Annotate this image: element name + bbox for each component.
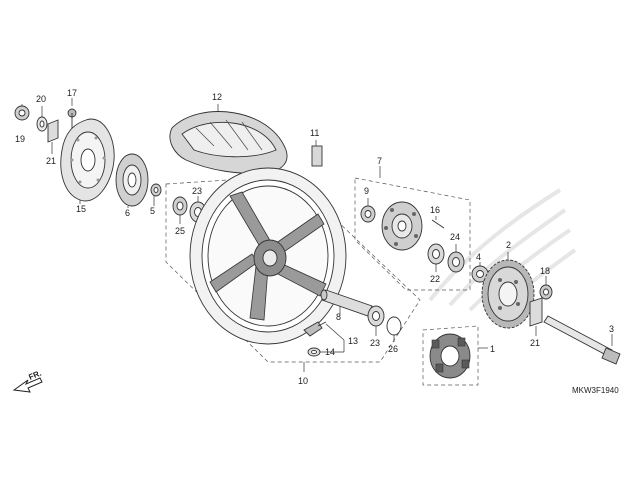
- callout-4: 4: [476, 252, 481, 262]
- callout-14: 14: [325, 347, 335, 357]
- callout-13: 13: [348, 336, 358, 346]
- callout-26: 26: [388, 344, 398, 354]
- callout-25: 25: [175, 226, 185, 236]
- part-15-brake-disc: [60, 118, 115, 202]
- part-6-carrier: [115, 153, 149, 207]
- part-21-bracket-right: [529, 297, 543, 327]
- callout-21-right: 21: [530, 338, 540, 348]
- damper-outline: [422, 325, 479, 386]
- callout-10: 10: [298, 376, 308, 386]
- part-23-bearing-right: [367, 305, 385, 327]
- callout-6: 6: [125, 208, 130, 218]
- part-26-oring: [386, 316, 402, 336]
- part-22-bearing: [427, 243, 445, 265]
- callout-9: 9: [364, 186, 369, 196]
- part-20-washer: [36, 116, 48, 132]
- callout-17: 17: [67, 88, 77, 98]
- direction-label: FR.: [27, 369, 42, 382]
- part-21-bracket-left: [47, 119, 59, 143]
- part-1-damper-rubber: [429, 333, 471, 379]
- callout-23-left: 23: [192, 186, 202, 196]
- callout-7: 7: [377, 156, 382, 166]
- callout-23-right: 23: [370, 338, 380, 348]
- diagram-code: MKW3F1940: [572, 386, 619, 395]
- callout-5: 5: [150, 206, 155, 216]
- callout-24: 24: [450, 232, 460, 242]
- callout-12: 12: [212, 92, 222, 102]
- part-5-collar: [150, 183, 162, 197]
- callout-21-left: 21: [46, 156, 56, 166]
- part-9-collar: [360, 205, 376, 223]
- part-18-nut: [539, 284, 553, 300]
- part-13-valve: [303, 321, 327, 337]
- part-19-nut: [14, 105, 30, 121]
- callout-2: 2: [506, 240, 511, 250]
- part-7-driven-flange: [381, 201, 423, 251]
- part-16-stud: [431, 219, 445, 229]
- part-14-washer: [307, 347, 321, 357]
- leader-lines: [21, 98, 613, 372]
- part-10-wheel: [189, 167, 347, 345]
- callout-8: 8: [336, 312, 341, 322]
- part-12-tire: [169, 111, 288, 174]
- callout-1: 1: [490, 344, 495, 354]
- part-2-sprocket: [481, 259, 535, 329]
- callout-labels: 19 20 21 17 15 6 5 12 11 23 25 7 9 16 24…: [15, 88, 614, 386]
- hub-assembly-outline: [354, 177, 471, 291]
- callout-19: 19: [15, 134, 25, 144]
- callout-11: 11: [310, 128, 319, 138]
- callout-3: 3: [609, 324, 614, 334]
- part-3-axle: [543, 315, 621, 365]
- front-direction-arrow: FR.: [12, 369, 43, 393]
- part-17-bolt: [67, 108, 77, 130]
- callout-15: 15: [76, 204, 86, 214]
- callout-18: 18: [540, 266, 550, 276]
- callout-22: 22: [430, 274, 440, 284]
- part-11-balance-weight: [311, 145, 323, 167]
- part-24-seal: [447, 251, 465, 273]
- callout-20: 20: [36, 94, 46, 104]
- wheel-assembly-outline: [165, 175, 421, 363]
- part-25-seal: [172, 196, 188, 216]
- callout-16: 16: [430, 205, 440, 215]
